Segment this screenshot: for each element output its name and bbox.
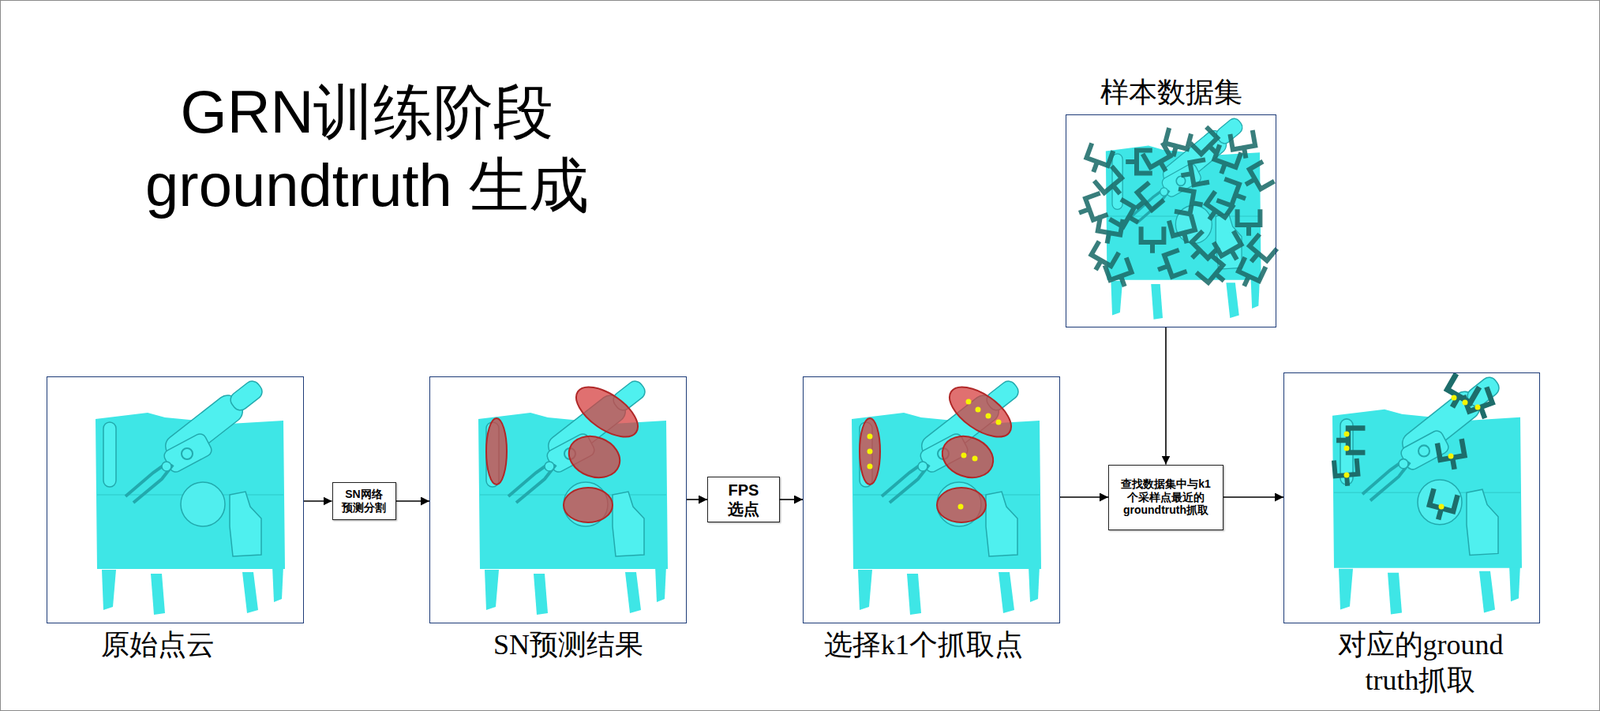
art-circle bbox=[1462, 400, 1469, 406]
segmented-cloud bbox=[478, 374, 668, 615]
art-use bbox=[1191, 128, 1224, 161]
art-use bbox=[1230, 132, 1257, 158]
panel-caption: 选择k1个抓取点 bbox=[824, 627, 1023, 664]
process-label: SN网络 预测分割 bbox=[340, 487, 388, 515]
art-use bbox=[867, 399, 1002, 510]
art-use bbox=[478, 374, 668, 615]
art-use bbox=[1333, 460, 1359, 485]
flow-arrow bbox=[1060, 496, 1109, 499]
art-circle bbox=[1344, 431, 1350, 438]
art-use bbox=[486, 377, 646, 523]
flow-arrow bbox=[303, 500, 333, 503]
image-panel: 对应的ground truth抓取 bbox=[1283, 372, 1541, 624]
panel-caption: 原始点云 bbox=[101, 627, 215, 664]
art-circle bbox=[1475, 404, 1481, 411]
flow-arrow bbox=[779, 498, 803, 501]
art-use bbox=[1105, 112, 1262, 320]
art-circle bbox=[1448, 453, 1454, 460]
art-use bbox=[1201, 193, 1233, 225]
panel-caption: 对应的ground truth抓取 bbox=[1318, 627, 1524, 699]
art-circle bbox=[1344, 472, 1350, 479]
art-use bbox=[1181, 160, 1207, 187]
sampled-cloud bbox=[851, 374, 1042, 615]
grasp-cloud bbox=[1332, 370, 1522, 615]
panel-caption: SN预测结果 bbox=[493, 627, 644, 664]
process-label: FPS 选点 bbox=[726, 480, 761, 519]
flow-arrow bbox=[1223, 496, 1284, 499]
art-use bbox=[1241, 162, 1272, 194]
art-use bbox=[1156, 251, 1185, 281]
art-circle bbox=[1451, 395, 1458, 401]
flow-arrow bbox=[686, 498, 708, 501]
art-use bbox=[1185, 232, 1218, 265]
art-use bbox=[1338, 427, 1363, 453]
diagram-title: GRN训练阶段 groundtruth 生成 bbox=[90, 75, 644, 222]
art-use bbox=[1086, 243, 1118, 274]
dataset-cloud bbox=[1077, 112, 1276, 320]
image-panel: 样本数据集 bbox=[1065, 114, 1277, 328]
panel-caption: 样本数据集 bbox=[1100, 74, 1243, 111]
art-g bbox=[1077, 128, 1276, 289]
art-use bbox=[859, 377, 1020, 523]
art-use bbox=[1442, 376, 1478, 413]
process-box: FPS 选点 bbox=[707, 476, 780, 523]
art-use bbox=[1198, 256, 1230, 289]
point-cloud bbox=[95, 374, 285, 615]
art-use bbox=[1437, 441, 1466, 469]
flow-arrow bbox=[1165, 327, 1167, 465]
art-use bbox=[1244, 236, 1276, 268]
art-use bbox=[1130, 183, 1162, 216]
process-box: SN网络 预测分割 bbox=[332, 482, 397, 521]
art-use bbox=[1176, 189, 1203, 216]
art-use bbox=[1237, 211, 1261, 234]
art-use bbox=[1332, 370, 1522, 615]
art-use bbox=[1427, 490, 1458, 521]
art-use bbox=[851, 374, 1042, 615]
process-box: 查找数据集中与k1 个采样点最近的 groundtruth抓取 bbox=[1108, 464, 1224, 531]
art-use bbox=[1127, 150, 1151, 174]
image-panel: 原始点云 bbox=[46, 376, 304, 624]
art-use bbox=[1105, 259, 1136, 289]
art-use bbox=[1083, 145, 1113, 174]
art-use bbox=[1169, 217, 1198, 244]
process-label: 查找数据集中与k1 个采样点最近的 groundtruth抓取 bbox=[1117, 477, 1215, 518]
art-circle bbox=[1344, 445, 1350, 452]
image-panel: 选择k1个抓取点 bbox=[802, 376, 1061, 624]
art-use bbox=[1141, 228, 1165, 252]
art-circle bbox=[1438, 504, 1445, 510]
art-use bbox=[1464, 389, 1496, 421]
flow-arrow bbox=[396, 500, 431, 503]
image-panel: SN预测结果 bbox=[429, 376, 687, 624]
art-use bbox=[1234, 259, 1265, 289]
art-use bbox=[1162, 130, 1191, 158]
